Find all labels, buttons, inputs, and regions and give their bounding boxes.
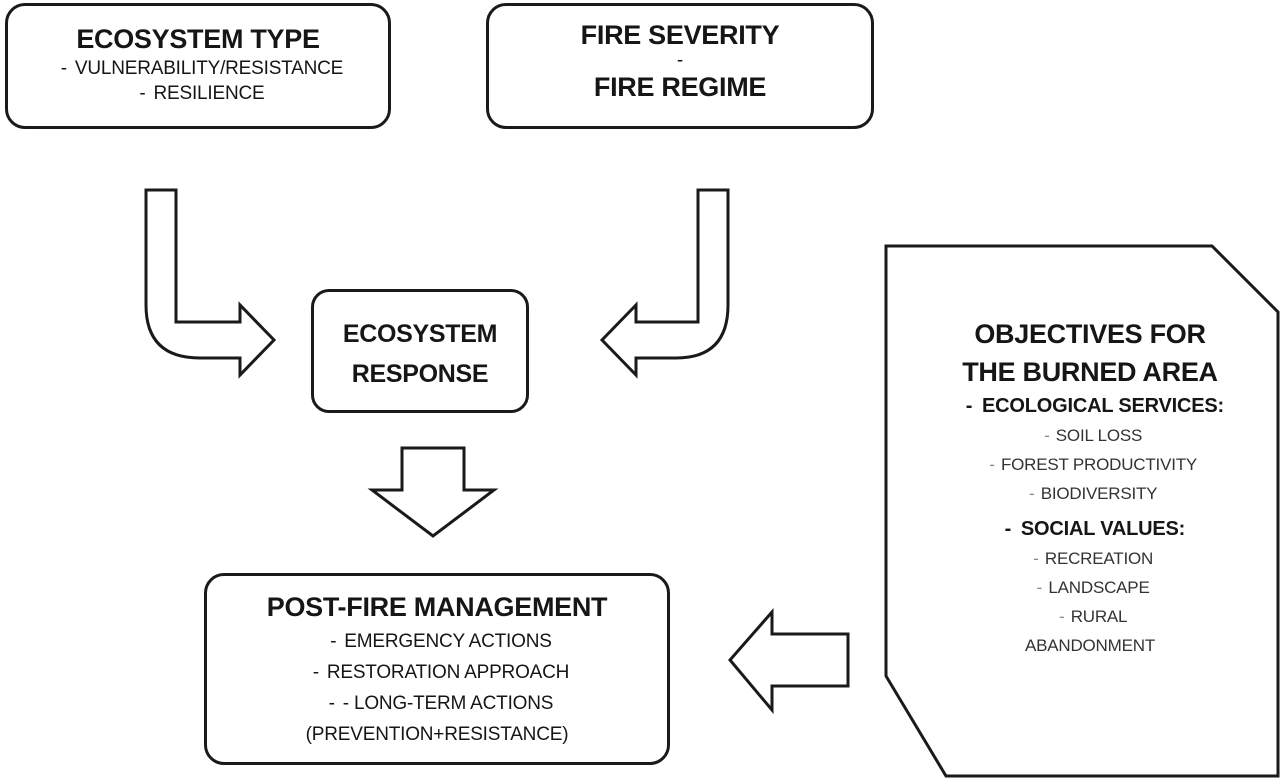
- social-values-label: -SOCIAL VALUES:: [1004, 518, 1186, 540]
- ecological-item-label: BIODIVERSITY: [1040, 484, 1158, 503]
- post-fire-item-label: EMERGENCY ACTIONS: [344, 631, 552, 652]
- ecosystem-response-box: ECOSYSTEM RESPONSE: [311, 289, 529, 413]
- post-fire-item: -EMERGENCY ACTIONS: [330, 631, 552, 652]
- fire-separator: -: [676, 50, 684, 71]
- ecosystem-type-item: -RESILIENCE: [139, 83, 265, 104]
- social-item-label: RURAL: [1070, 607, 1128, 626]
- social-item: -RURAL: [1058, 607, 1128, 626]
- post-fire-item-extra: (PREVENTION+RESISTANCE): [305, 724, 569, 745]
- post-fire-item-label: RESTORATION APPROACH: [326, 662, 570, 683]
- social-item: -RECREATION: [1033, 549, 1154, 568]
- ecological-item: -SOIL LOSS: [1044, 426, 1143, 445]
- ecosystem-type-title: ECOSYSTEM TYPE: [76, 24, 320, 54]
- ecological-item: -FOREST PRODUCTIVITY: [989, 455, 1198, 474]
- post-fire-item: -- LONG-TERM ACTIONS: [328, 693, 554, 714]
- social-values-text: SOCIAL VALUES:: [1020, 518, 1186, 540]
- fire-box: FIRE SEVERITY - FIRE REGIME: [486, 3, 874, 129]
- arrow-response-to-post-fire: [367, 446, 499, 538]
- objectives-title-line1: OBJECTIVES FOR: [974, 319, 1206, 349]
- social-item-label: RECREATION: [1044, 549, 1154, 568]
- ecological-item-label: FOREST PRODUCTIVITY: [1000, 455, 1198, 474]
- ecosystem-type-item-label: VULNERABILITY/RESISTANCE: [74, 58, 344, 79]
- arrow-objectives-to-post-fire: [728, 608, 850, 715]
- ecosystem-response-line2: RESPONSE: [351, 360, 489, 388]
- social-item-label: LANDSCAPE: [1048, 578, 1150, 597]
- objectives-content: OBJECTIVES FOR THE BURNED AREA -ECOLOGIC…: [905, 315, 1275, 660]
- arrow-ecosystem-type-to-response: [144, 188, 277, 379]
- arrow-fire-to-response: [599, 188, 730, 379]
- ecosystem-type-item-label: RESILIENCE: [153, 83, 265, 104]
- ecological-item: -BIODIVERSITY: [1028, 484, 1158, 503]
- social-item-extra: ABANDONMENT: [1024, 636, 1156, 655]
- ecosystem-type-item: -VULNERABILITY/RESISTANCE: [60, 58, 344, 79]
- post-fire-item-label: - LONG-TERM ACTIONS: [342, 693, 554, 714]
- objectives-panel-outline: [884, 244, 1280, 778]
- objectives-title-line2: THE BURNED AREA: [962, 357, 1218, 387]
- post-fire-title: POST-FIRE MANAGEMENT: [266, 592, 608, 622]
- ecosystem-type-box: ECOSYSTEM TYPE -VULNERABILITY/RESISTANCE…: [5, 3, 391, 129]
- fire-severity-label: FIRE SEVERITY: [580, 20, 780, 50]
- post-fire-management-box: POST-FIRE MANAGEMENT -EMERGENCY ACTIONS …: [204, 573, 670, 765]
- post-fire-item: -RESTORATION APPROACH: [312, 662, 570, 683]
- ecological-services-label: -ECOLOGICAL SERVICES:: [965, 395, 1224, 417]
- ecological-services-text: ECOLOGICAL SERVICES:: [982, 395, 1224, 417]
- ecosystem-response-line1: ECOSYSTEM: [342, 320, 498, 348]
- social-item: -LANDSCAPE: [1036, 578, 1150, 597]
- fire-regime-label: FIRE REGIME: [593, 72, 767, 102]
- ecological-item-label: SOIL LOSS: [1055, 426, 1143, 445]
